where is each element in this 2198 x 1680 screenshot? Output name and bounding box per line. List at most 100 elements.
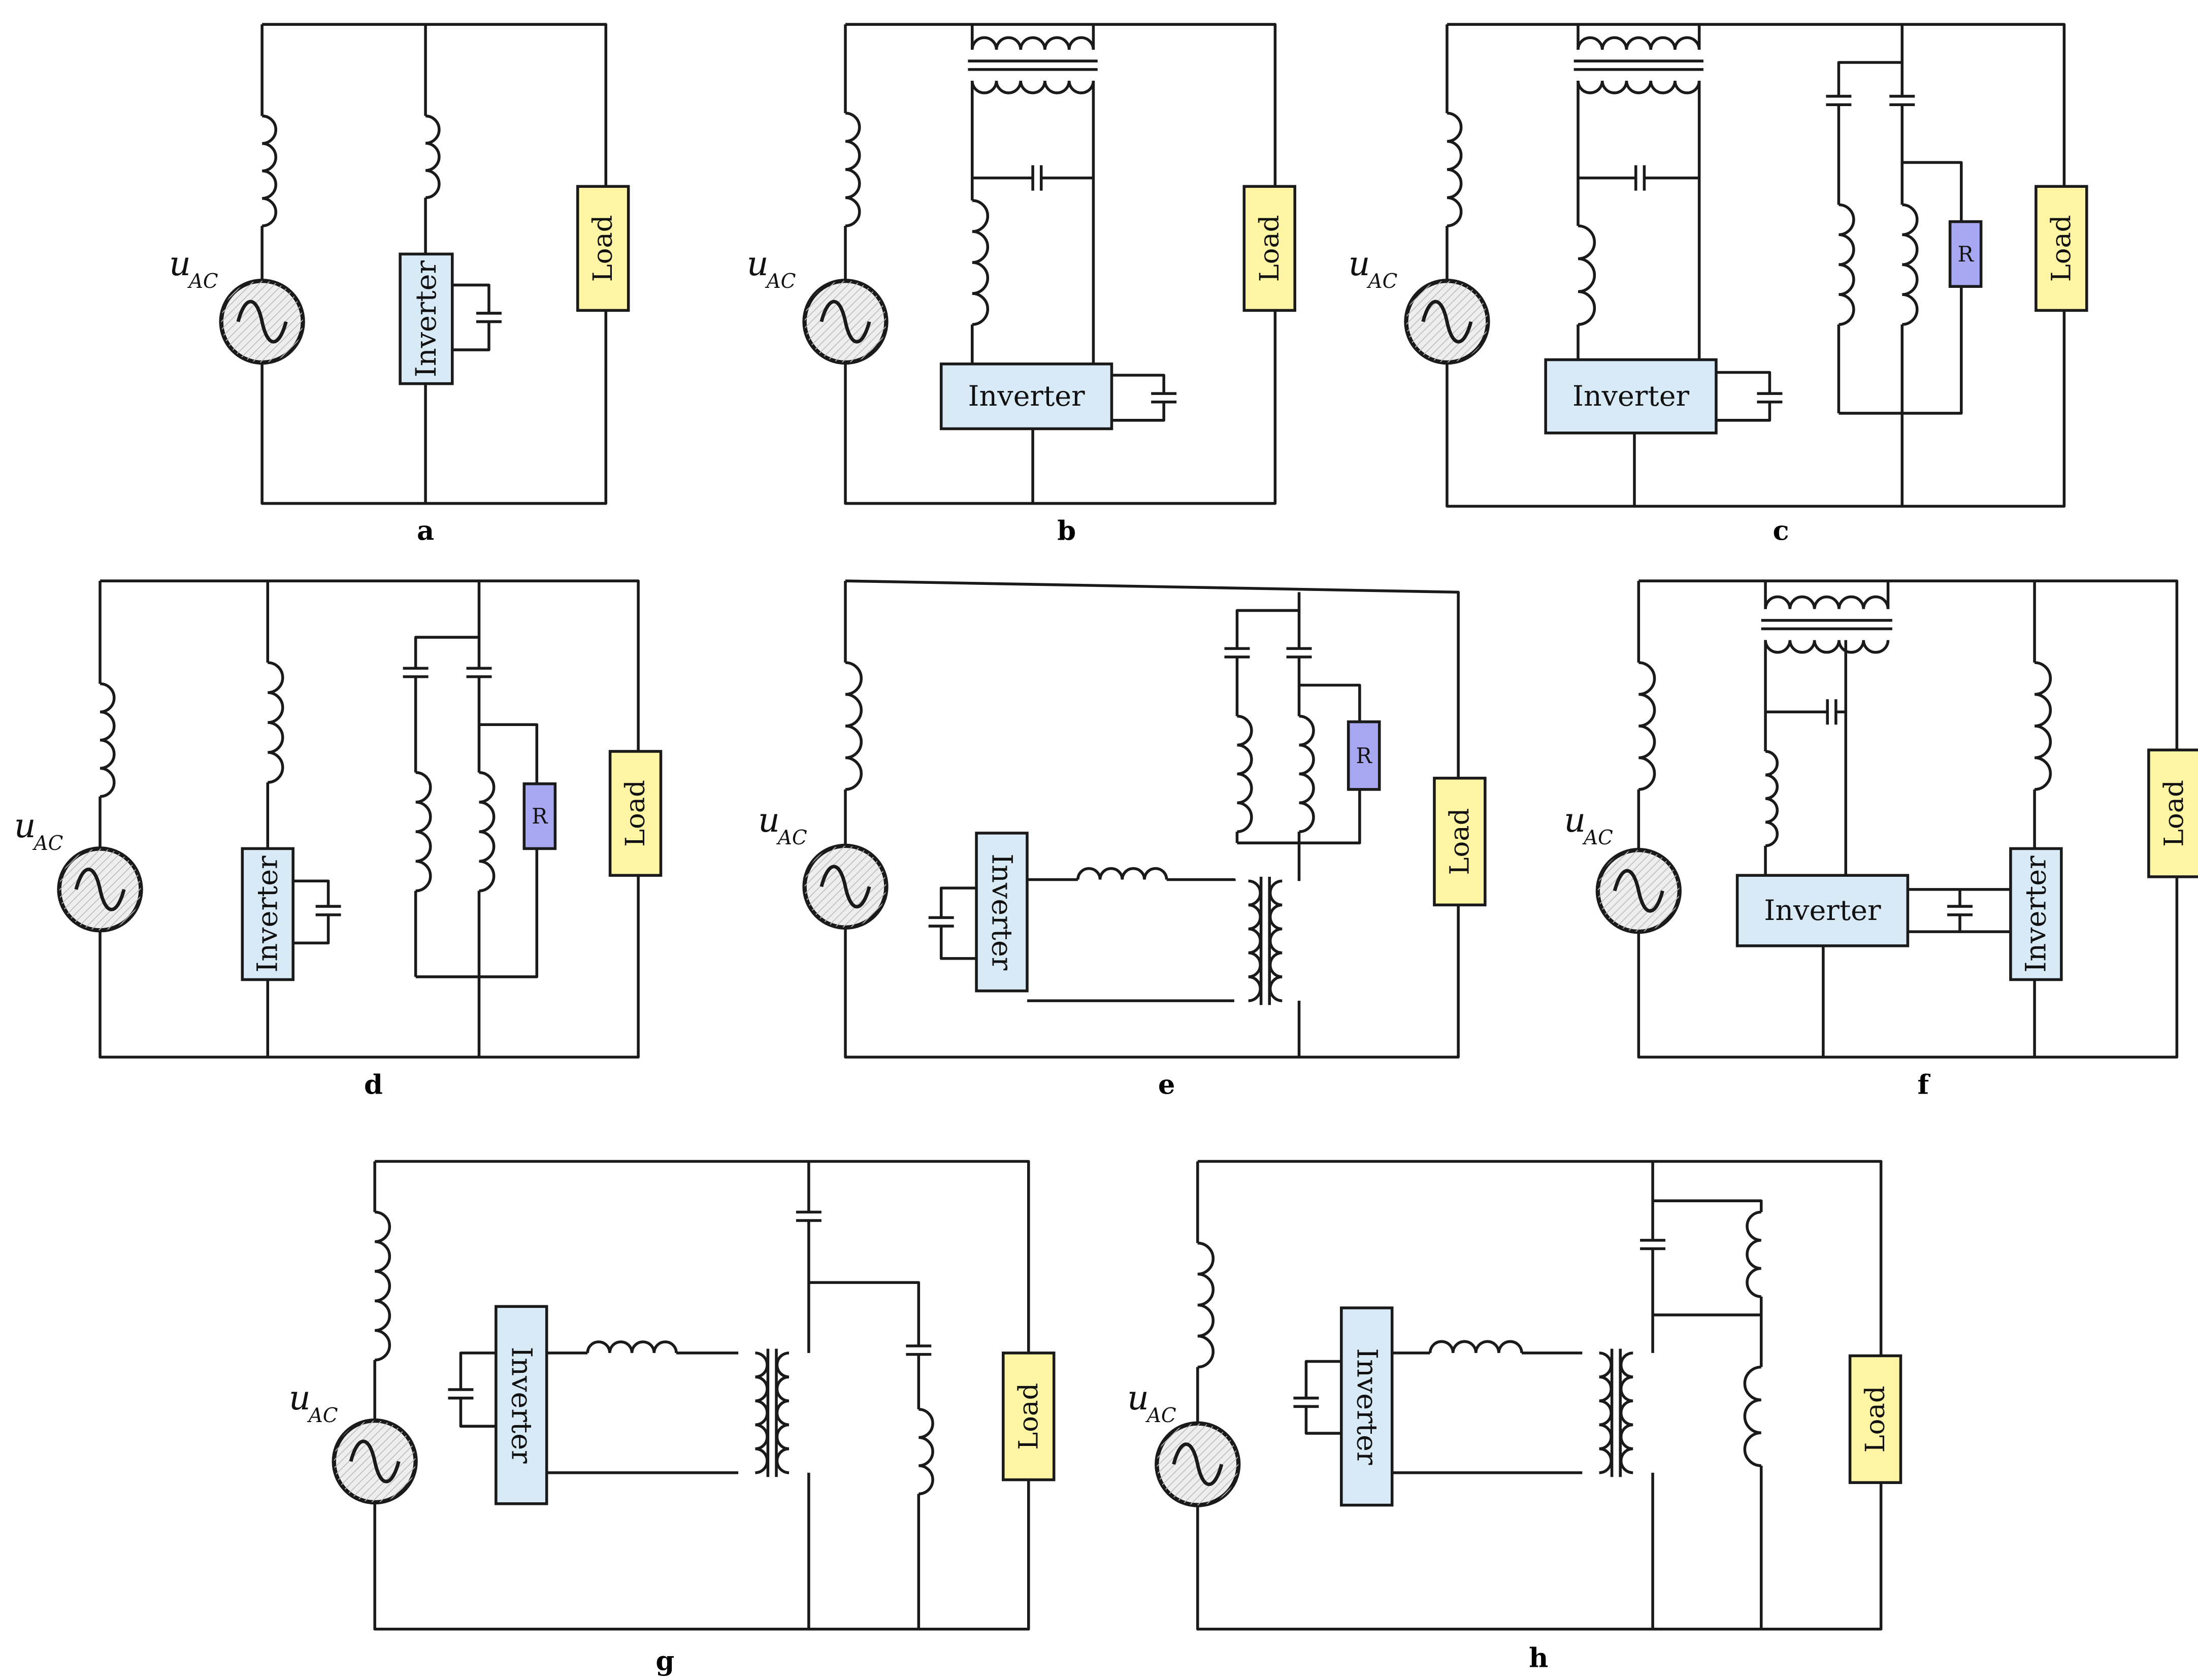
inverter-label: Inverter bbox=[2019, 855, 2052, 973]
wire bbox=[1304, 1406, 1341, 1435]
load: Load bbox=[1433, 776, 1487, 907]
wire bbox=[1299, 683, 1361, 722]
ac-source: uAC bbox=[747, 244, 889, 365]
sine-wave-icon bbox=[1421, 300, 1473, 344]
source-label: u bbox=[14, 806, 36, 845]
load-box bbox=[608, 750, 663, 877]
inductor-coil bbox=[1578, 224, 1596, 326]
source-subscript: AC bbox=[1367, 270, 1398, 293]
wire bbox=[459, 1352, 496, 1390]
inverter-box bbox=[1735, 874, 1910, 947]
panel-label-d: d bbox=[364, 1069, 383, 1100]
inductor-coil bbox=[262, 114, 277, 227]
wire bbox=[1902, 161, 1963, 222]
load: Load bbox=[608, 750, 663, 877]
load-label: Load bbox=[1013, 1383, 1044, 1450]
load: Load bbox=[2035, 185, 2088, 312]
inductor-coil bbox=[2034, 661, 2052, 791]
load-label: Load bbox=[620, 780, 651, 847]
inductor-coil bbox=[100, 682, 116, 798]
sine-wave-icon bbox=[819, 865, 871, 909]
source-label: u bbox=[1564, 800, 1586, 840]
load-box bbox=[1848, 1354, 1902, 1484]
sine-wave-icon bbox=[819, 300, 871, 344]
source-label: u bbox=[1127, 1378, 1149, 1418]
inverter: Inverter bbox=[1544, 358, 1718, 435]
source-subscript: AC bbox=[187, 270, 218, 293]
panel-label-a: a bbox=[417, 515, 434, 547]
inductor-coil bbox=[970, 36, 1095, 50]
wire bbox=[293, 914, 330, 945]
inductor-coil bbox=[1839, 203, 1855, 326]
inductor-coil bbox=[1268, 879, 1283, 1002]
load: Load bbox=[1242, 185, 1296, 312]
wire bbox=[1166, 878, 1236, 881]
wire bbox=[1908, 914, 1961, 933]
inductor-coil bbox=[1248, 879, 1262, 1002]
load: Load bbox=[576, 185, 630, 312]
inductor-coil bbox=[1619, 1352, 1633, 1474]
load: Load bbox=[1848, 1354, 1902, 1484]
ac-source: uAC bbox=[758, 800, 889, 930]
wire bbox=[1235, 592, 1301, 649]
panel-b: uAC Inverter Load bbox=[747, 23, 1296, 505]
inverter: Inverter bbox=[495, 1305, 548, 1505]
inductor-coil bbox=[1197, 1241, 1215, 1369]
wire bbox=[1196, 1160, 1883, 1631]
wire bbox=[479, 723, 539, 784]
ac-source: uAC bbox=[289, 1378, 418, 1505]
inductor-coil bbox=[1765, 750, 1779, 847]
inverter-box bbox=[1544, 358, 1718, 435]
wire bbox=[1111, 374, 1165, 394]
inductor-coil bbox=[755, 1352, 769, 1474]
inverter-label: Inverter bbox=[251, 855, 284, 973]
resistor-label: R bbox=[1356, 743, 1373, 768]
inductor-coil bbox=[1746, 1210, 1761, 1298]
resistor: R bbox=[1347, 720, 1381, 791]
ac-source: uAC bbox=[1349, 244, 1490, 365]
inverter-box bbox=[939, 363, 1113, 431]
wire bbox=[1237, 789, 1361, 845]
panel-label-b: b bbox=[1057, 515, 1076, 547]
source-subscript: AC bbox=[32, 832, 63, 855]
inverter-label: Inverter bbox=[968, 380, 1086, 413]
resistor-box bbox=[522, 782, 557, 850]
wire bbox=[1716, 402, 1771, 422]
inverter: Inverter bbox=[1340, 1306, 1394, 1507]
inverter-box bbox=[495, 1305, 548, 1505]
resistor: R bbox=[1948, 220, 1983, 288]
inverter-box bbox=[975, 832, 1029, 993]
wire bbox=[459, 1398, 496, 1428]
inverter-box bbox=[241, 847, 294, 981]
inverter: Inverter bbox=[975, 832, 1029, 993]
panel-label-e: e bbox=[1158, 1069, 1175, 1100]
inverter: Inverter bbox=[2009, 847, 2063, 981]
panel-g: uAC Inverter Load bbox=[289, 1160, 1056, 1631]
ac-source: uAC bbox=[1127, 1378, 1241, 1507]
wire bbox=[939, 886, 977, 918]
load-label: Load bbox=[587, 215, 618, 282]
wire bbox=[808, 1281, 921, 1346]
inductor-coil bbox=[1902, 203, 1919, 326]
panel-h: uAC Inverter Load bbox=[1127, 1160, 1902, 1631]
inductor-coil bbox=[918, 1408, 934, 1496]
wire bbox=[260, 23, 608, 505]
inverter: Inverter bbox=[939, 363, 1113, 431]
inverter-label: Inverter bbox=[410, 260, 443, 378]
inverter-label: Inverter bbox=[986, 853, 1019, 971]
inverter-box bbox=[399, 252, 454, 385]
wire bbox=[1653, 1313, 1763, 1367]
ac-source: uAC bbox=[1564, 800, 1682, 934]
wire bbox=[373, 1160, 1030, 1631]
sine-wave-icon bbox=[349, 1439, 401, 1484]
resistor-label: R bbox=[1957, 242, 1974, 267]
resistor-box bbox=[1347, 720, 1381, 791]
panel-label-c: c bbox=[1773, 515, 1789, 547]
inductor-coil bbox=[425, 114, 441, 200]
source-label: u bbox=[289, 1378, 311, 1418]
inverter-box bbox=[2009, 847, 2063, 981]
resistor-box bbox=[1948, 220, 1983, 288]
